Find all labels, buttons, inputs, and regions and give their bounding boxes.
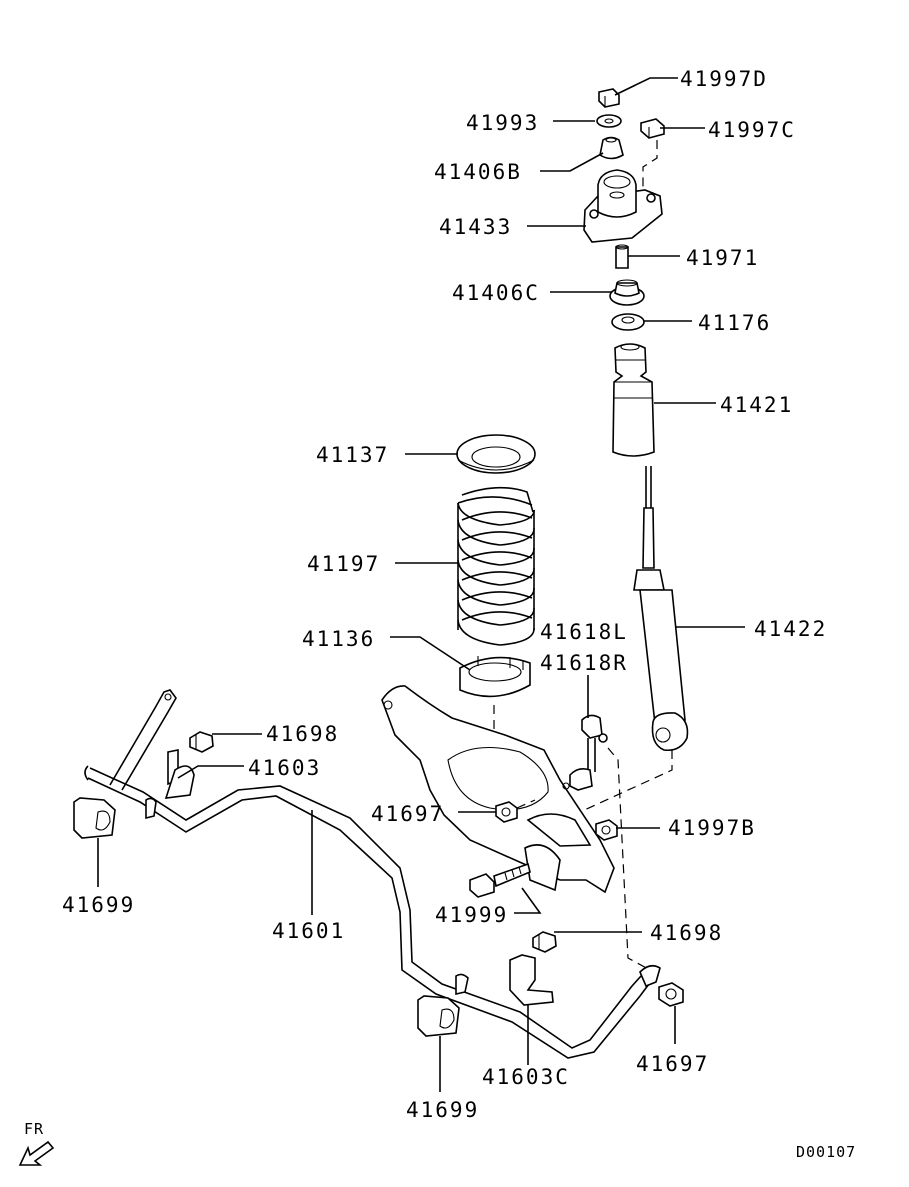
nut-41997C[interactable] [640, 118, 665, 139]
guide-41697-upper [516, 799, 536, 809]
front-direction-indicator: FR [18, 1120, 55, 1166]
label-41433: 41433 [439, 215, 512, 239]
label-41137: 41137 [316, 443, 389, 467]
washer-41993[interactable] [596, 114, 622, 128]
coil-spring-41197[interactable] [457, 486, 535, 646]
bolt-41999[interactable] [469, 862, 531, 898]
label-41422: 41422 [754, 617, 827, 641]
sleeve-41971[interactable] [615, 244, 629, 269]
diagram-code: D00107 [796, 1143, 856, 1161]
bushing-41699-left[interactable] [73, 797, 116, 839]
bolt-41698-lower[interactable] [532, 931, 557, 953]
bracket-41603C[interactable] [145, 797, 554, 1006]
label-41698-upper: 41698 [266, 722, 339, 746]
washer-41176[interactable] [611, 313, 645, 331]
bump-stop-boot-41421[interactable] [612, 343, 655, 457]
bushing-41406C[interactable] [609, 279, 645, 306]
stabilizer-link-41618[interactable] [562, 714, 608, 791]
label-41699-left: 41699 [62, 893, 135, 917]
bracket-41603[interactable] [164, 749, 195, 799]
label-41971: 41971 [686, 246, 759, 270]
arrow-down-left-icon [18, 1140, 55, 1166]
stabilizer-bar-41601[interactable] [84, 689, 661, 1059]
label-41197: 41197 [307, 552, 380, 576]
label-41993: 41993 [466, 111, 539, 135]
label-41601: 41601 [272, 919, 345, 943]
bushing-41699-right[interactable] [417, 995, 460, 1037]
label-41406B: 41406B [434, 160, 522, 184]
label-41618R: 41618R [540, 651, 628, 675]
guide-link-lower [607, 747, 651, 971]
label-41136: 41136 [302, 627, 375, 651]
label-41698-lower: 41698 [650, 921, 723, 945]
label-41618L: 41618L [540, 620, 628, 644]
guide-shock-lower [544, 750, 673, 829]
label-41997C: 41997C [708, 118, 796, 142]
nut-41697-lower[interactable] [658, 982, 684, 1007]
label-41697-upper: 41697 [371, 802, 444, 826]
label-41697-lower: 41697 [636, 1052, 709, 1076]
nut-41697-upper[interactable] [495, 801, 518, 823]
label-41176: 41176 [698, 311, 771, 335]
shock-absorber-41422[interactable] [633, 466, 689, 752]
nut-41997D[interactable] [598, 88, 620, 108]
bolt-41698-upper[interactable] [189, 731, 214, 753]
label-41997B: 41997B [668, 816, 756, 840]
direction-label: FR [24, 1120, 44, 1138]
upper-spring-seat-41137[interactable] [456, 434, 536, 474]
leader-lines [97, 77, 745, 1092]
label-41406C: 41406C [452, 281, 540, 305]
label-41603C: 41603C [482, 1065, 570, 1089]
label-41699-right: 41699 [406, 1098, 479, 1122]
lower-spring-seat-41136[interactable] [459, 656, 531, 698]
nut-41997B[interactable] [595, 819, 618, 841]
lower-arm[interactable] [381, 685, 615, 894]
strut-mount-41433[interactable] [583, 169, 663, 243]
label-41421: 41421 [720, 393, 793, 417]
bushing-41406B[interactable] [599, 136, 624, 160]
label-41999: 41999 [435, 903, 508, 927]
label-41997D: 41997D [680, 67, 768, 91]
guide-41997C [642, 140, 658, 188]
label-41603: 41603 [248, 756, 321, 780]
